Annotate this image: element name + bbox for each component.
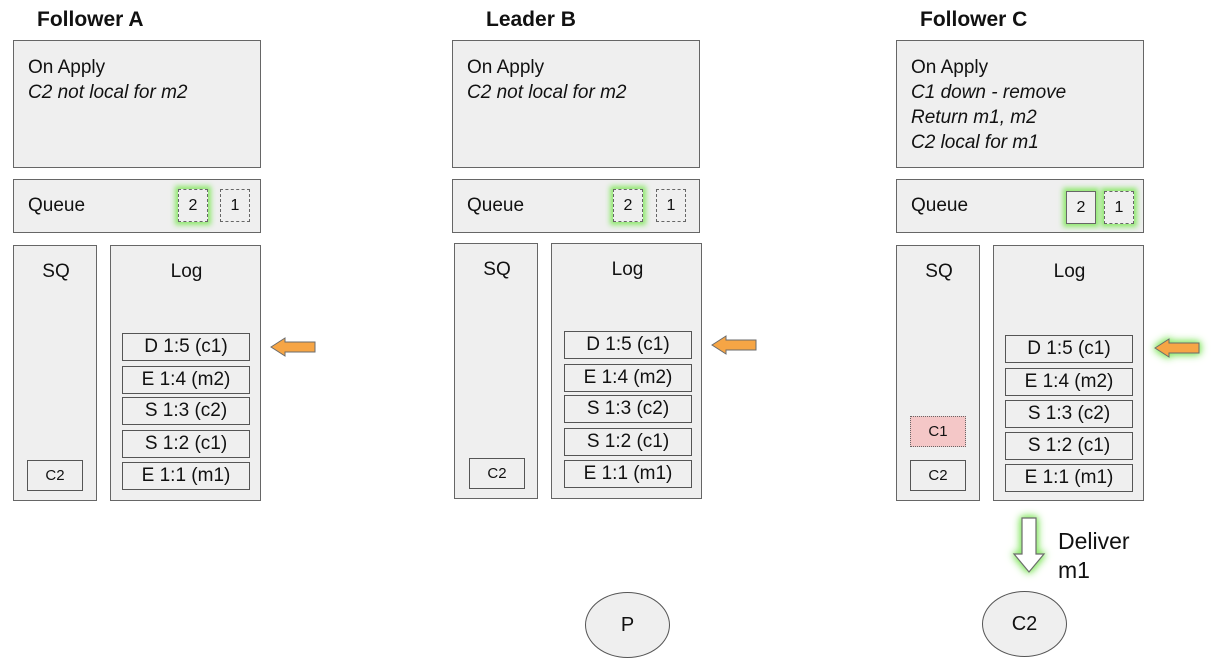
log-entry: S 1:3 (c2) <box>564 395 692 423</box>
queue-item: 1 <box>656 189 686 222</box>
sq-item: C2 <box>27 460 83 491</box>
deliver-line: m1 <box>1058 557 1090 583</box>
on-apply-line: C2 not local for m2 <box>467 82 627 103</box>
log-label: Log <box>611 259 644 280</box>
queue-item: 2 <box>178 189 208 222</box>
follower-a-sq-box: SQ C2 <box>13 245 97 501</box>
sq-label: SQ <box>42 261 70 282</box>
deliver-label: Deliver m1 <box>1058 527 1130 585</box>
leader-b-log-box: Log D 1:5 (c1) E 1:4 (m2) S 1:3 (c2) S 1… <box>551 243 702 499</box>
leader-b-on-apply-box: On Apply C2 not local for m2 <box>452 40 700 168</box>
log-entry: E 1:4 (m2) <box>1005 368 1133 396</box>
sq-item-c1: C1 <box>910 416 966 447</box>
on-apply-line: Return m1, m2 <box>911 107 1037 128</box>
on-apply-line: C2 local for m1 <box>911 132 1039 153</box>
log-entry: D 1:5 (c1) <box>1005 335 1133 363</box>
queue-item: 2 <box>1066 191 1096 224</box>
sq-item: C2 <box>469 458 525 489</box>
queue-item: 1 <box>220 189 250 222</box>
queue-item: 2 <box>613 189 643 222</box>
client-p-node: P <box>585 592 670 658</box>
log-entry: S 1:2 (c1) <box>564 428 692 456</box>
log-entry: D 1:5 (c1) <box>122 333 250 361</box>
log-entry: E 1:4 (m2) <box>122 366 250 394</box>
down-arrow-icon <box>1012 517 1046 573</box>
follower-a-on-apply-box: On Apply C2 not local for m2 <box>13 40 261 168</box>
sq-label: SQ <box>483 259 511 280</box>
log-entry: S 1:3 (c2) <box>122 397 250 425</box>
log-entry: E 1:1 (m1) <box>1005 464 1133 492</box>
follower-c-queue-box: Queue 2 1 <box>896 179 1144 233</box>
log-entry: S 1:2 (c1) <box>1005 432 1133 460</box>
log-entry: S 1:3 (c2) <box>1005 400 1133 428</box>
on-apply-label: On Apply <box>911 57 989 78</box>
queue-label: Queue <box>911 195 969 216</box>
log-label: Log <box>170 261 203 282</box>
log-entry: E 1:4 (m2) <box>564 364 692 392</box>
sq-label: SQ <box>925 261 953 282</box>
pointer-arrow-icon <box>270 337 316 357</box>
log-entry: E 1:1 (m1) <box>122 462 250 490</box>
pointer-arrow-icon <box>1154 338 1200 358</box>
on-apply-line: C1 down - remove <box>911 82 1067 103</box>
log-entry: S 1:2 (c1) <box>122 430 250 458</box>
deliver-line: Deliver <box>1058 528 1130 554</box>
queue-label: Queue <box>28 195 86 216</box>
client-c2-node: C2 <box>982 591 1067 657</box>
pointer-arrow-icon <box>711 335 757 355</box>
log-label: Log <box>1053 261 1086 282</box>
follower-c-title: Follower C <box>920 8 1028 31</box>
follower-a-log-box: Log D 1:5 (c1) E 1:4 (m2) S 1:3 (c2) S 1… <box>110 245 261 501</box>
follower-c-log-box: Log D 1:5 (c1) E 1:4 (m2) S 1:3 (c2) S 1… <box>993 245 1144 501</box>
leader-b-title: Leader B <box>486 8 576 31</box>
follower-a-queue-box: Queue 2 1 <box>13 179 261 233</box>
follower-a-title: Follower A <box>37 8 144 31</box>
log-entry: D 1:5 (c1) <box>564 331 692 359</box>
queue-label: Queue <box>467 195 525 216</box>
on-apply-label: On Apply <box>467 57 545 78</box>
queue-item: 1 <box>1104 191 1134 224</box>
on-apply-label: On Apply <box>28 57 106 78</box>
follower-c-on-apply-box: On Apply C1 down - remove Return m1, m2 … <box>896 40 1144 168</box>
log-entry: E 1:1 (m1) <box>564 460 692 488</box>
leader-b-sq-box: SQ C2 <box>454 243 538 499</box>
sq-item: C2 <box>910 460 966 491</box>
follower-c-sq-box: SQ C1 C2 <box>896 245 980 501</box>
on-apply-line: C2 not local for m2 <box>28 82 188 103</box>
leader-b-queue-box: Queue 2 1 <box>452 179 700 233</box>
